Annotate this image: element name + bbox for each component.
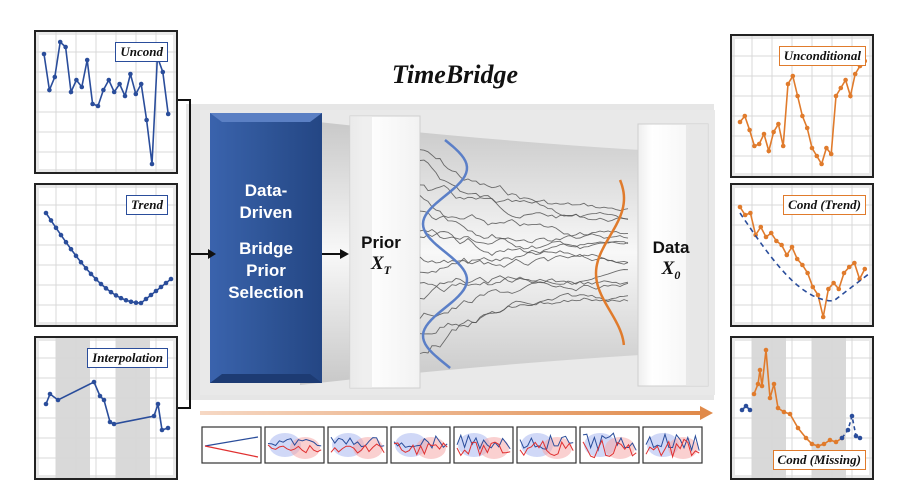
progression-thumbnails xyxy=(201,426,703,464)
data-symbol: X0 xyxy=(661,258,681,282)
panel-interpolation: Interpolation xyxy=(34,336,178,480)
selection-line-5: Selection xyxy=(228,283,304,302)
panel-label-interpolation: Interpolation xyxy=(87,348,168,368)
selection-line-1: Data- xyxy=(244,181,288,200)
data-label-text: Data xyxy=(652,238,690,257)
diagram-title: TimeBridge xyxy=(391,60,519,89)
selection-box-shape xyxy=(210,113,322,383)
prior-label-text: Prior xyxy=(361,233,401,252)
selection-line-4: Prior xyxy=(246,261,286,280)
bridge-trajectories xyxy=(419,149,629,354)
panel-label-cond-trend: Cond (Trend) xyxy=(783,195,866,215)
panel-label-uncond: Uncond xyxy=(115,42,168,62)
panel-label-cond-missing: Cond (Missing) xyxy=(772,450,866,470)
panel-trend: Trend xyxy=(34,183,178,327)
prior-distribution-curve xyxy=(421,139,469,369)
data-label: Data X0 xyxy=(642,238,700,283)
prior-label: Prior XT xyxy=(352,233,410,278)
panel-cond-trend: Cond (Trend) xyxy=(730,183,874,327)
selection-line-2: Driven xyxy=(239,203,293,222)
panel-unconditional: Unconditional xyxy=(730,34,874,178)
selection-box-label: Data- Driven Bridge Prior Selection xyxy=(212,180,320,304)
panel-label-trend: Trend xyxy=(125,195,168,215)
progress-arrow xyxy=(200,411,700,415)
data-distribution-curve xyxy=(594,179,626,346)
left-bracket xyxy=(175,99,208,409)
panel-label-unconditional: Unconditional xyxy=(778,46,866,66)
selection-line-3: Bridge xyxy=(239,239,293,258)
prior-symbol: XT xyxy=(370,253,392,277)
panel-cond-missing: Cond (Missing) xyxy=(730,336,874,480)
panel-uncond: Uncond xyxy=(34,30,178,174)
